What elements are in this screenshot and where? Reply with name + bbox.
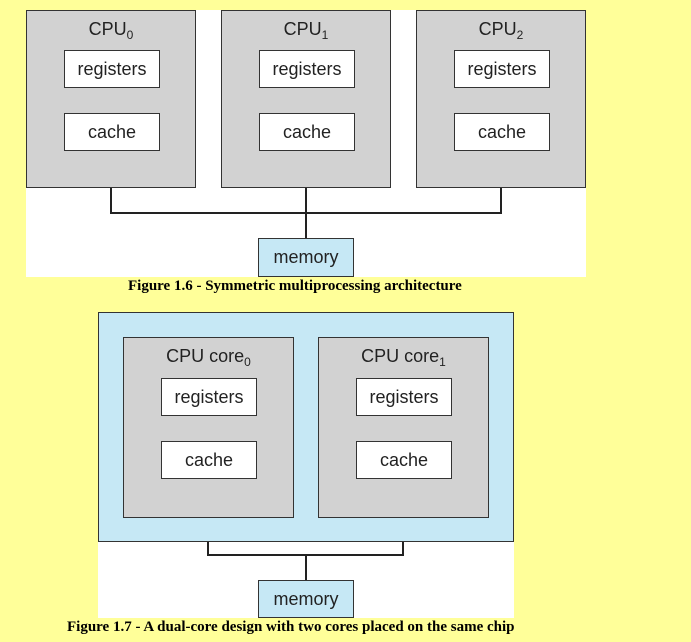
cpu-core-1: CPU core1 registers cache — [318, 337, 489, 518]
cpu-core-1-label: CPU core1 — [361, 346, 446, 369]
cpu-2-label: CPU2 — [478, 19, 524, 42]
cpu-core-1-registers: registers — [356, 378, 452, 416]
figure-1-6-caption: Figure 1.6 - Symmetric multiprocessing a… — [128, 278, 462, 294]
cpu-0-cache: cache — [64, 113, 160, 151]
cpu-1-cache: cache — [259, 113, 355, 151]
cpu-1: CPU1 registers cache — [221, 10, 391, 188]
cpu-1-label: CPU1 — [283, 19, 329, 42]
cpu-core-0-cache: cache — [161, 441, 257, 479]
cpu-0: CPU0 registers cache — [26, 10, 196, 188]
cpu-1-registers: registers — [259, 50, 355, 88]
cpu-0-registers: registers — [64, 50, 160, 88]
cpu-core-0-label: CPU core0 — [166, 346, 251, 369]
cpu-core-0-registers: registers — [161, 378, 257, 416]
cpu-0-label: CPU0 — [88, 19, 134, 42]
cpu-core-1-cache: cache — [356, 441, 452, 479]
figure-1-7-caption: Figure 1.7 - A dual-core design with two… — [67, 619, 515, 635]
cpu-2: CPU2 registers cache — [416, 10, 586, 188]
smp-memory: memory — [258, 238, 354, 277]
dual-core-memory: memory — [258, 580, 354, 618]
cpu-core-0: CPU core0 registers cache — [123, 337, 294, 518]
cpu-2-registers: registers — [454, 50, 550, 88]
cpu-2-cache: cache — [454, 113, 550, 151]
